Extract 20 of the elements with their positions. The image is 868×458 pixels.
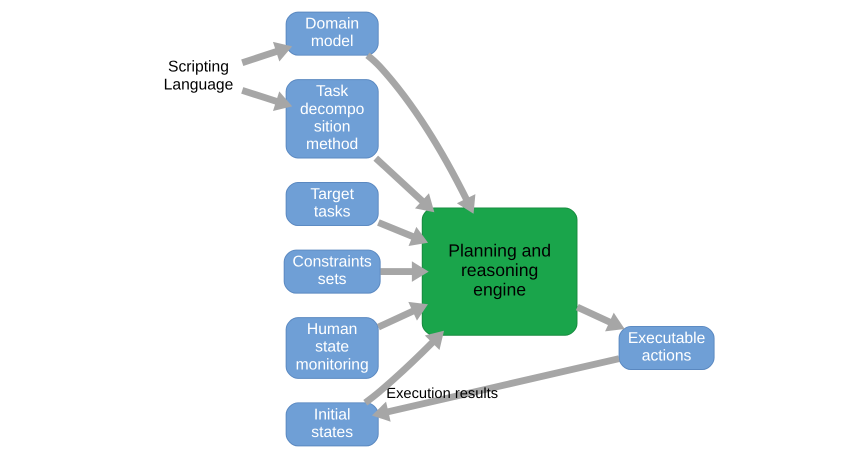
node-box: Domain model: [285, 12, 378, 56]
node-box: Executable actions: [618, 326, 714, 370]
node-box: Task decompo sition method: [285, 79, 378, 158]
node-box: Initial states: [285, 402, 378, 446]
arrow: [362, 330, 444, 406]
arrow: [376, 302, 428, 330]
node-text: Scripting Language: [163, 58, 233, 94]
arrow: [364, 52, 475, 214]
node-box: Target tasks: [285, 182, 378, 226]
node-box: Human state monitoring: [285, 317, 378, 379]
arrow: [371, 355, 620, 422]
arrow: [240, 87, 292, 112]
arrow: [376, 219, 428, 246]
edge-label: Execution results: [386, 386, 498, 402]
node-box: Constraints sets: [283, 250, 380, 294]
arrow: [575, 304, 624, 332]
arrow: [372, 156, 434, 212]
node-box: Planning and reasoning engine: [421, 207, 577, 336]
arrow: [240, 42, 292, 66]
arrow: [380, 261, 428, 282]
